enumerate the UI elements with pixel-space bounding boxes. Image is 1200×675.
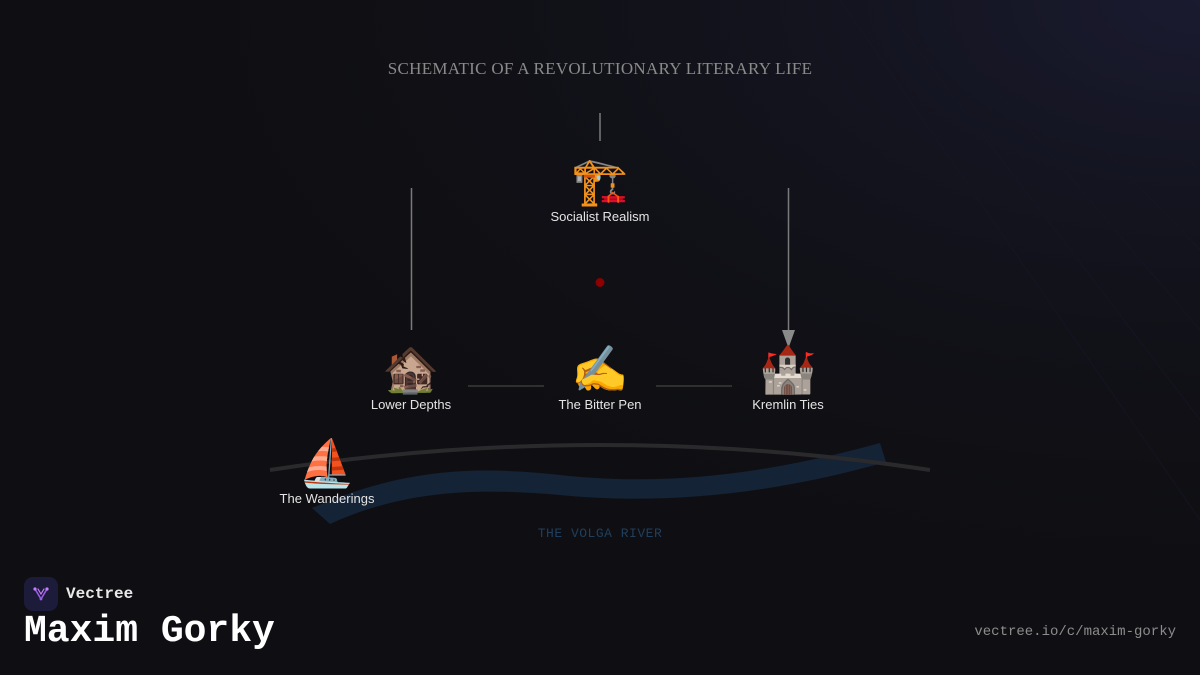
vectree-logo-icon bbox=[24, 577, 58, 611]
node-the-wanderings[interactable]: ⛵ The Wanderings bbox=[247, 437, 407, 506]
castle-icon: 🏰 bbox=[759, 342, 817, 396]
center-dot bbox=[595, 278, 605, 287]
diagram-title: SCHEMATIC OF A REVOLUTIONARY LITERARY LI… bbox=[387, 59, 813, 78]
node-label: Kremlin Ties bbox=[752, 397, 824, 412]
background-rays bbox=[839, 0, 1200, 521]
node-socialist-realism[interactable]: 🏗️ Socialist Realism bbox=[520, 155, 680, 224]
node-the-bitter-pen[interactable]: ✍️ The Bitter Pen bbox=[520, 343, 680, 412]
brand-name: Vectree bbox=[66, 585, 134, 603]
volga-river bbox=[312, 443, 886, 524]
page-url-link[interactable]: vectree.io/c/maxim-gorky bbox=[974, 624, 1176, 640]
node-kremlin-ties[interactable]: 🏰 Kremlin Ties bbox=[708, 343, 868, 412]
horizon-arc bbox=[269, 443, 931, 472]
node-label: The Bitter Pen bbox=[558, 397, 642, 412]
derelict-house-icon: 🏚️ bbox=[382, 342, 440, 396]
writing-hand-icon: ✍️ bbox=[571, 342, 629, 396]
node-label: Lower Depths bbox=[370, 397, 452, 412]
page-title: Maxim Gorky bbox=[24, 610, 275, 653]
sailboat-icon: ⛵ bbox=[298, 436, 356, 490]
river-label: THE VOLGA RIVER bbox=[537, 526, 663, 541]
node-label: Socialist Realism bbox=[550, 209, 650, 224]
brand[interactable]: Vectree bbox=[24, 577, 133, 611]
arrowhead-down bbox=[782, 330, 795, 348]
construction-crane-icon: 🏗️ bbox=[571, 154, 629, 208]
node-label: The Wanderings bbox=[279, 491, 375, 506]
node-lower-depths[interactable]: 🏚️ Lower Depths bbox=[331, 343, 491, 412]
